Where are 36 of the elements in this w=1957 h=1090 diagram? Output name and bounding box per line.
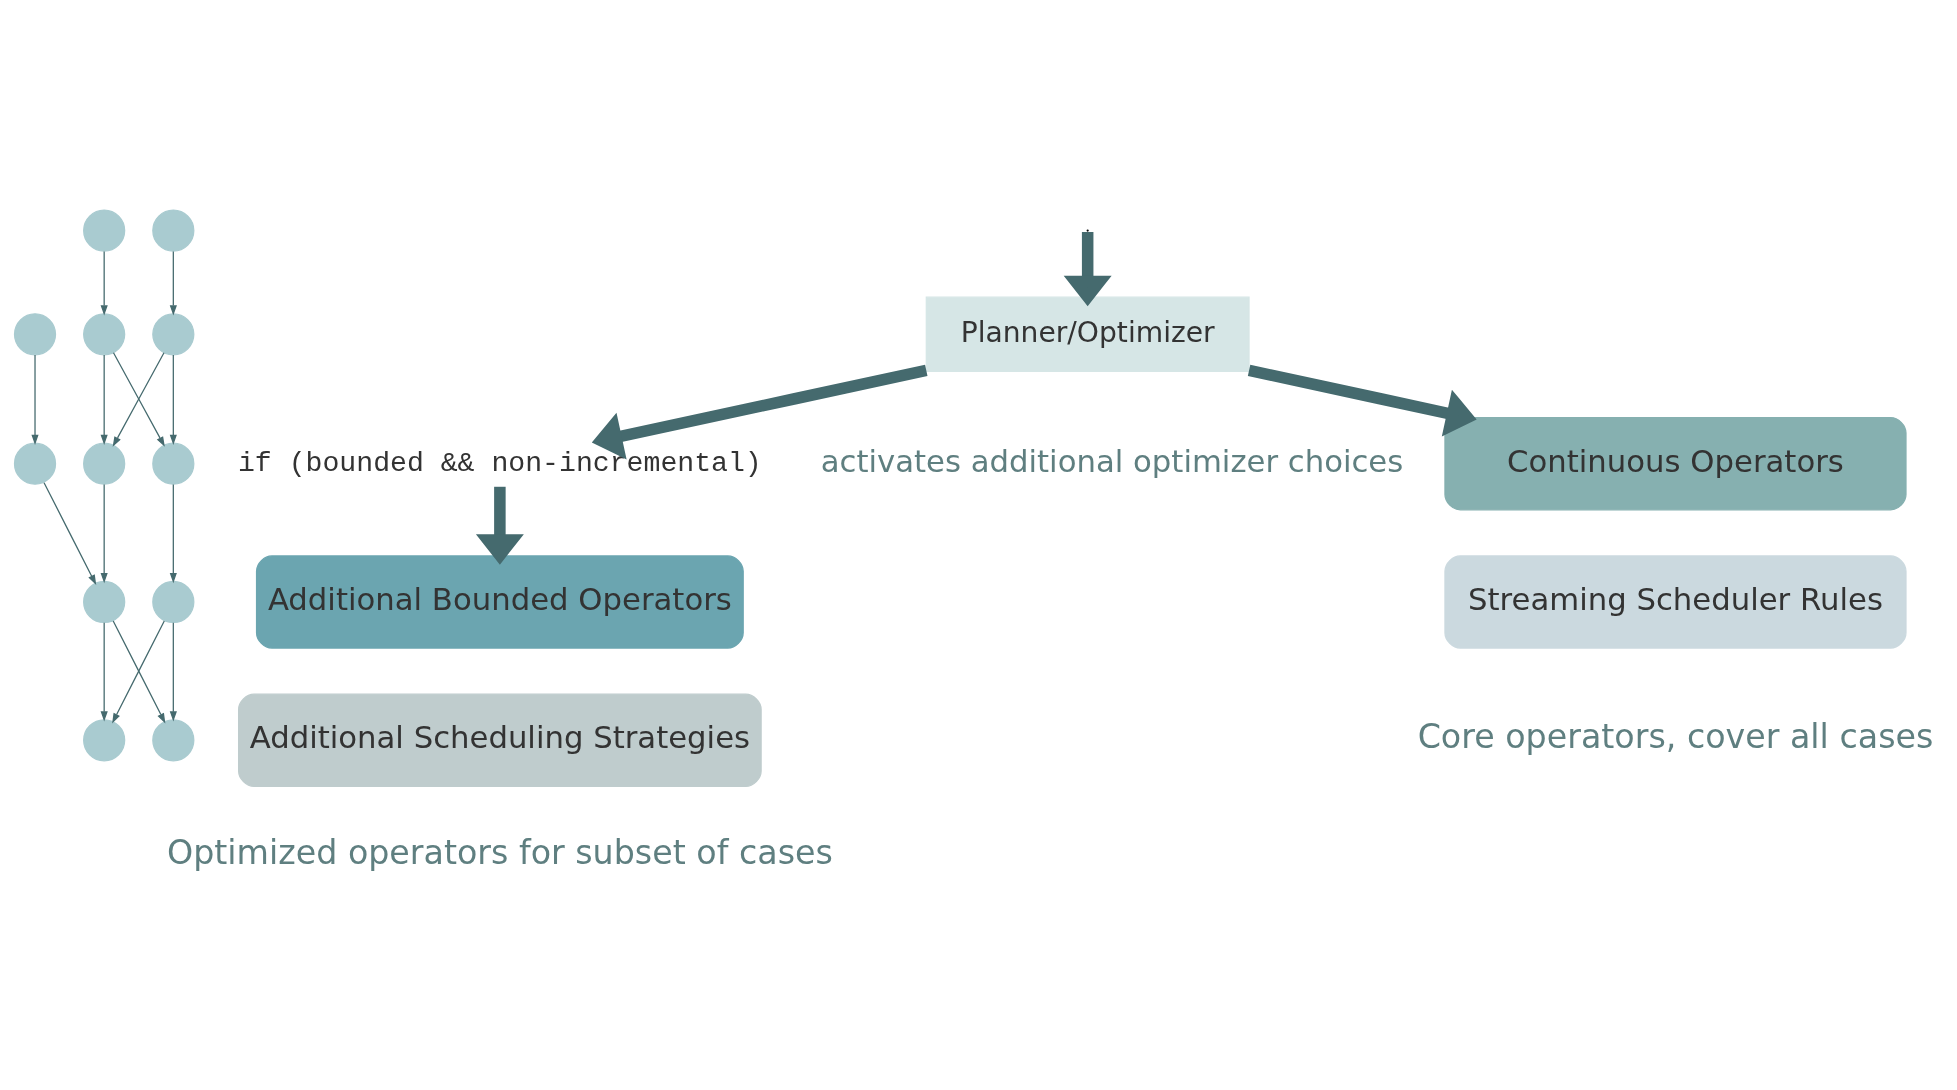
node-box: Continuous Operators [1444, 416, 1907, 511]
arrow [100, 483, 108, 584]
node-circle [152, 580, 195, 624]
node-label: activates additional optimizer choices [820, 442, 1404, 479]
arrow [31, 354, 39, 445]
node-box: Streaming Scheduler Rules [1444, 555, 1907, 649]
arrow [100, 354, 108, 445]
node-circle [13, 442, 57, 485]
node-circle [152, 719, 195, 762]
node-circle [83, 442, 126, 485]
node-circle [83, 209, 126, 252]
arrow [475, 486, 524, 565]
node-circle [83, 719, 126, 762]
arrow [169, 250, 177, 316]
node-box: Additional Bounded Operators [255, 555, 744, 649]
arrow [591, 364, 928, 460]
node-circle [83, 313, 126, 356]
node-circle [152, 313, 195, 356]
node-circle [152, 442, 195, 485]
node-text: if (bounded && non-incremental) [237, 447, 762, 479]
arrow [1247, 364, 1477, 437]
arrow [169, 622, 177, 722]
arrow [100, 622, 108, 722]
arrow [112, 352, 165, 447]
node-circle [152, 209, 195, 252]
arrow [169, 354, 177, 445]
arrow [100, 250, 108, 316]
node-circle [13, 313, 57, 356]
node-box: Additional Scheduling Strategies [238, 693, 762, 788]
label: Core operators, cover all cases [1417, 717, 1934, 757]
arrow [169, 483, 177, 584]
arrow [43, 482, 97, 586]
node-box: Planner/Optimizer [925, 296, 1250, 373]
arrow [1063, 231, 1112, 307]
label: Optimized operators for subset of cases [166, 833, 833, 873]
node-circle [83, 580, 126, 624]
